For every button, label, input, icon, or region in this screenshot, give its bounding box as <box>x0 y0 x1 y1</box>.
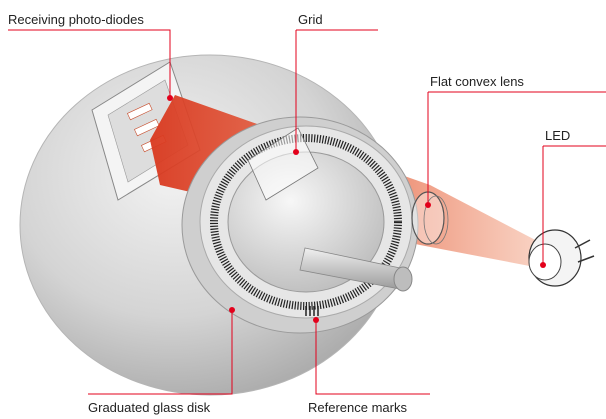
label-grid: Grid <box>298 12 323 27</box>
label-graduated-glass-disk: Graduated glass disk <box>88 400 211 415</box>
led <box>528 229 595 287</box>
shaft <box>299 247 413 292</box>
leader-lines <box>8 29 606 395</box>
anchor-dots <box>167 95 546 323</box>
label-flat-convex-lens: Flat convex lens <box>430 74 524 89</box>
graduated-glass-disk <box>181 116 419 334</box>
label-receiving-photodiodes: Receiving photo-diodes <box>8 12 144 27</box>
label-led: LED <box>545 128 570 143</box>
flat-convex-lens <box>411 191 449 245</box>
label-reference-marks: Reference marks <box>308 400 407 415</box>
